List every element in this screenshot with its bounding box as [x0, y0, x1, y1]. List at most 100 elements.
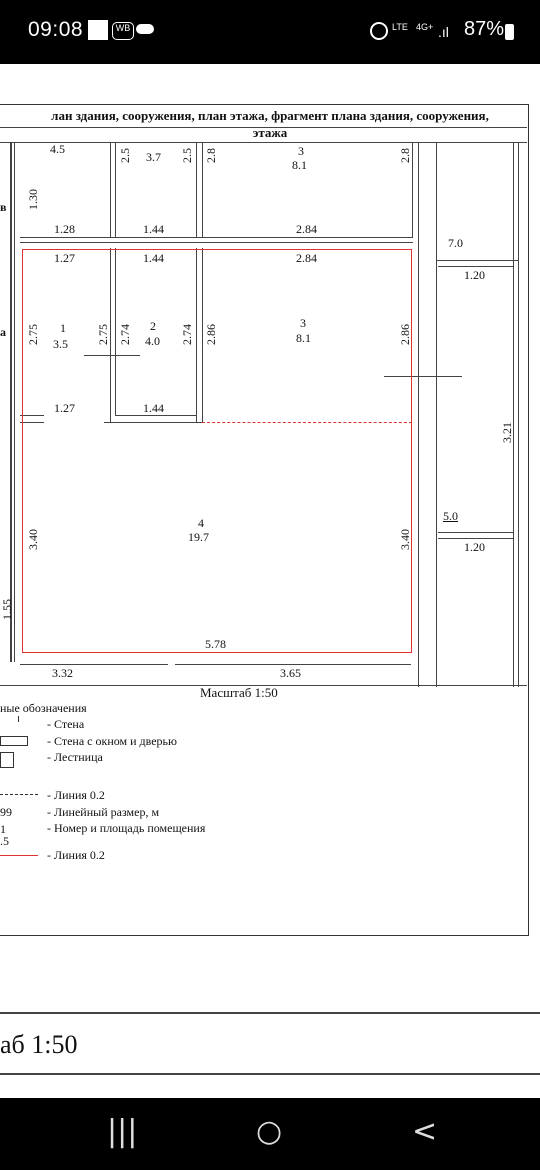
dim-label: 1.44: [143, 222, 164, 236]
back-icon[interactable]: <: [412, 1114, 438, 1149]
wall: [175, 664, 411, 665]
dim-label: 3.7: [146, 150, 161, 164]
legend-item: - Линейный размер, м: [47, 805, 160, 819]
room-number: 4: [198, 516, 204, 530]
wall: [436, 142, 437, 260]
wall: [202, 248, 203, 423]
legend-item: - Линия 0.2: [47, 848, 105, 862]
status-bar: 09:08 WB LTE 4G+ .ıl 87%: [0, 0, 540, 64]
wall: [20, 664, 168, 665]
dim-label: 3.40: [26, 529, 40, 550]
dim-label: 1.20: [464, 540, 485, 554]
home-icon[interactable]: ○: [256, 1114, 283, 1149]
dim-label: 1.20: [464, 268, 485, 282]
wall: [84, 355, 140, 356]
wall: [115, 415, 196, 416]
dim-label: 1.27: [54, 251, 75, 265]
wall: [412, 142, 413, 237]
wall: [20, 242, 413, 243]
wall: [20, 237, 413, 238]
legend-heading: ные обозначения: [0, 701, 87, 715]
dim-label: 4.5: [50, 142, 65, 156]
battery-level: 87%: [463, 18, 504, 40]
dim-label: 2.75: [26, 324, 40, 345]
wall-symbol-icon: [0, 716, 19, 722]
recent-apps-icon[interactable]: |||: [107, 1114, 138, 1149]
dim-label: 3.32: [52, 666, 73, 680]
room-number: 3: [300, 316, 306, 330]
dim-label: 2.8: [398, 148, 412, 163]
legend-item: - Лестница: [47, 750, 103, 764]
navigation-bar: ||| ○ <: [0, 1098, 540, 1170]
legend-item: - Стена: [47, 717, 85, 731]
legend-sample: 1: [0, 822, 6, 836]
room-area: 8.1: [292, 158, 307, 172]
legend-item: - Линия 0.2: [47, 788, 105, 802]
wall: [438, 532, 513, 533]
dim-label: 2.74: [180, 324, 194, 345]
dim-label: 5.0: [443, 509, 458, 523]
plan-frame: [0, 104, 529, 936]
wall: [436, 142, 437, 687]
wall: [110, 248, 111, 423]
red-line-symbol-icon: [0, 855, 38, 856]
dim-label: 2.86: [398, 324, 412, 345]
wall: [518, 142, 519, 687]
wall: [14, 142, 15, 662]
room-area: 3.5: [53, 337, 68, 351]
wall: [115, 142, 116, 237]
room-area: 19.7: [188, 530, 209, 544]
wall: [0, 685, 527, 686]
wall: [438, 266, 513, 267]
room-number: 3: [298, 144, 304, 158]
scale-label: Масштаб 1:50: [200, 685, 278, 700]
network-type-icon: 4G+: [416, 22, 434, 32]
dim-label: 1.28: [54, 222, 75, 236]
wb-icon: WB: [112, 22, 134, 40]
dim-label: 1.55: [0, 599, 14, 620]
wall: [20, 422, 44, 423]
dim-label: 1.44: [143, 401, 164, 415]
clock: 09:08: [28, 18, 84, 41]
wall: [513, 142, 514, 687]
title-line2: этажа: [252, 125, 288, 140]
dim-label: 2.84: [296, 251, 317, 265]
plan-title: лан здания, сооружения, план этажа, фраг…: [0, 107, 540, 141]
wall: [436, 260, 518, 261]
legend-sample: 99: [0, 805, 12, 819]
dim-label: 2.84: [296, 222, 317, 236]
wall: [196, 142, 197, 237]
wall: [110, 142, 111, 237]
dim-label: 1.30: [26, 189, 40, 210]
wall: [20, 415, 44, 416]
bottom-scale-label: аб 1:50: [0, 1030, 78, 1059]
room-label: а: [0, 325, 6, 339]
wall: [438, 538, 513, 539]
dim-label: 2.74: [118, 324, 132, 345]
dim-label: 7.0: [448, 236, 463, 250]
window-door-symbol-icon: [0, 736, 28, 746]
room-area: 8.1: [296, 331, 311, 345]
title-divider: [0, 127, 527, 128]
signal-icon: .ıl: [438, 24, 449, 40]
dim-label: 2.5: [180, 148, 194, 163]
notification-icon: [88, 20, 108, 40]
dim-label: 1.27: [54, 401, 75, 415]
room-area: 4.0: [145, 334, 160, 348]
wall: [115, 248, 116, 415]
wall: [196, 248, 197, 423]
dim-label: 3.65: [280, 666, 301, 680]
wall: [10, 142, 12, 662]
wall: [104, 422, 202, 423]
legend-item: - Стена с окном и дверью: [47, 734, 177, 748]
dim-label: 2.75: [96, 324, 110, 345]
dim-label: 2.86: [204, 324, 218, 345]
volte-icon: LTE: [392, 22, 408, 32]
wall: [384, 376, 462, 377]
stairs-symbol-icon: [0, 752, 14, 768]
dim-label: 3.21: [500, 422, 514, 443]
cloud-icon: [136, 24, 154, 34]
wall: [202, 142, 203, 237]
title-line1: лан здания, сооружения, план этажа, фраг…: [51, 108, 489, 123]
dim-label: 1.44: [143, 251, 164, 265]
